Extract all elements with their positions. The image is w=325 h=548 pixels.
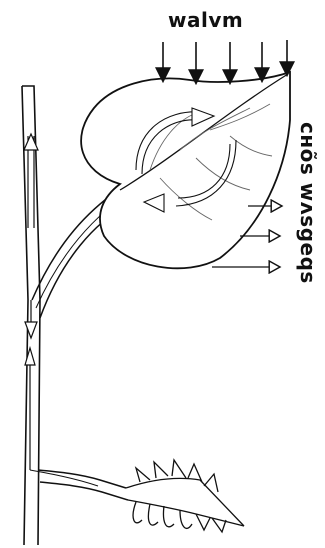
root-fronds [126, 460, 244, 532]
incoming-arrows [163, 40, 287, 82]
leaf-blade [81, 72, 290, 268]
side-label: cʜõs wʌsgeqs [300, 122, 320, 352]
top-label: walvm [168, 8, 243, 32]
